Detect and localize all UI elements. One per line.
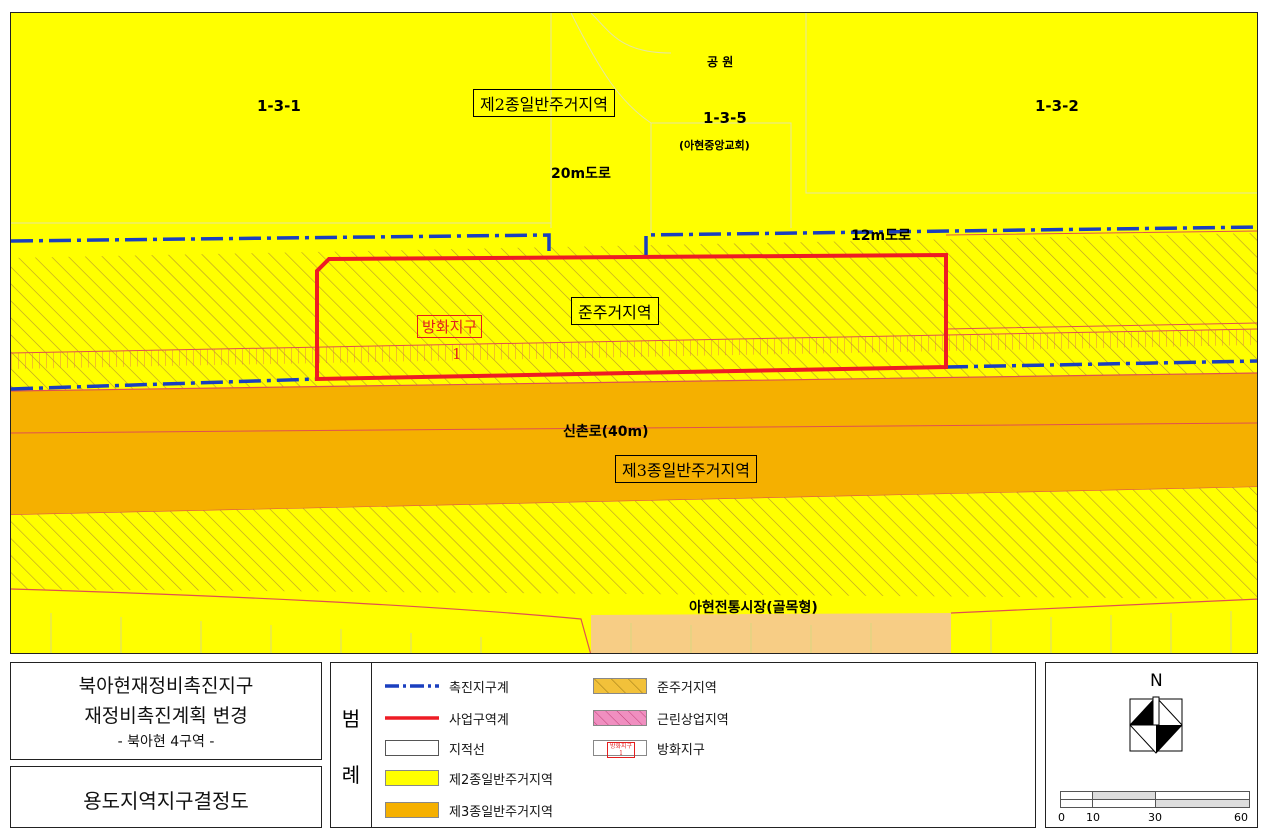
north-letter: N: [1150, 671, 1163, 691]
swatch-zone-2nd: [385, 770, 439, 786]
label-zone-semi: 준주거지역: [571, 297, 659, 325]
legend-label-project-boundary: 사업구역계: [449, 712, 509, 728]
south-parcels-west: [11, 589, 591, 653]
parcel-lines-north: [11, 13, 1257, 233]
swatch-zone-3rd: [385, 802, 439, 818]
legend-item-zone-2nd: 제2종일반주거지역: [385, 767, 553, 789]
project-area-boundary: [315, 252, 948, 382]
legend-label-fire-district: 방화지구: [657, 742, 705, 758]
title-line-1: 북아현재정비촉진지구: [78, 675, 254, 697]
label-fire-district: 방화지구: [417, 315, 483, 338]
title-line-3: - 북아현 4구역 -: [117, 734, 215, 750]
north-arrow-block: N 0 10 30 60: [1045, 662, 1258, 828]
legend-label-zone-2nd: 제2종일반주거지역: [449, 772, 553, 788]
label-lot-1-3-1: 1-3-1: [257, 97, 301, 115]
legend-label-semi-residential: 준주거지역: [657, 680, 717, 696]
scale-tick-30: 30: [1148, 811, 1162, 824]
title-line-2: 재정비촉진계획 변경: [84, 705, 248, 727]
scale-bar: [1060, 791, 1250, 808]
label-fire-district-no: 1: [452, 345, 462, 363]
label-market: 아현전통시장(골목형): [689, 600, 818, 616]
drawing-name-block: 용도지역지구결정도: [10, 766, 322, 828]
label-road-12m: 12m도로: [851, 228, 911, 244]
legend-heading: 범 례: [331, 663, 372, 827]
swatch-fire-text: 방화지구: [610, 743, 633, 750]
swatch-semi-residential: [593, 678, 647, 694]
scale-tick-0: 0: [1058, 811, 1065, 824]
swatch-fire-district: 방화지구 1: [593, 740, 647, 758]
swatch-fire-no: 1: [619, 750, 623, 757]
promotion-district-boundary: [11, 225, 1257, 391]
map-canvas: [11, 13, 1257, 653]
legend-label-zone-3rd: 제3종일반주거지역: [449, 804, 553, 820]
north-arrow-icon: [1129, 696, 1183, 754]
drawing-name: 용도지역지구결정도: [83, 789, 249, 813]
legend-item-cadastral-line: 지적선: [385, 737, 485, 759]
zone-3rd-residential-road: [11, 373, 1257, 515]
label-church: (아현중앙교회): [679, 139, 750, 152]
legend-heading-1: 범: [341, 707, 361, 731]
swatch-commercial: [593, 710, 647, 726]
swatch-cadastral-line: [385, 740, 439, 756]
swatch-project-boundary: [385, 716, 439, 720]
legend-item-semi-residential: 준주거지역: [593, 675, 717, 697]
legend-label-promotion-boundary: 촉진지구계: [449, 680, 509, 696]
label-road-20m: 20m도로: [551, 166, 611, 182]
zone-semi-residential-south: [11, 487, 1257, 599]
market-area: [591, 613, 951, 653]
legend-item-zone-3rd: 제3종일반주거지역: [385, 799, 553, 821]
swatch-promotion-boundary: [385, 684, 439, 688]
title-block: 북아현재정비촉진지구 재정비촉진계획 변경 - 북아현 4구역 -: [10, 662, 322, 760]
legend-item-promotion-boundary: 촉진지구계: [385, 675, 509, 697]
label-lot-1-3-5: 1-3-5: [703, 109, 747, 127]
legend-item-project-boundary: 사업구역계: [385, 707, 509, 729]
legend-item-commercial: 근린상업지역: [593, 707, 729, 729]
legend-item-fire-district: 방화지구 1 방화지구: [593, 737, 705, 759]
label-road-sinchon: 신촌로(40m): [563, 424, 649, 440]
legend-heading-2: 례: [341, 763, 361, 787]
scale-tick-60: 60: [1234, 811, 1248, 824]
legend-label-cadastral-line: 지적선: [449, 742, 485, 758]
scale-tick-10: 10: [1086, 811, 1100, 824]
legend-label-commercial: 근린상업지역: [657, 712, 729, 728]
label-zone-3rd: 제3종일반주거지역: [615, 455, 757, 483]
zoning-map: 공 원 1-3-1 제2종일반주거지역 1-3-5 (아현중앙교회) 1-3-2…: [10, 12, 1258, 654]
legend: 범 례 촉진지구계 사업구역계 지적선 제2종일반주거지역 제3종일반주거지역 …: [330, 662, 1036, 828]
label-park: 공 원: [707, 55, 734, 69]
label-lot-1-3-2: 1-3-2: [1035, 97, 1079, 115]
label-zone-2nd: 제2종일반주거지역: [473, 89, 615, 117]
south-parcels-east: [951, 599, 1257, 653]
